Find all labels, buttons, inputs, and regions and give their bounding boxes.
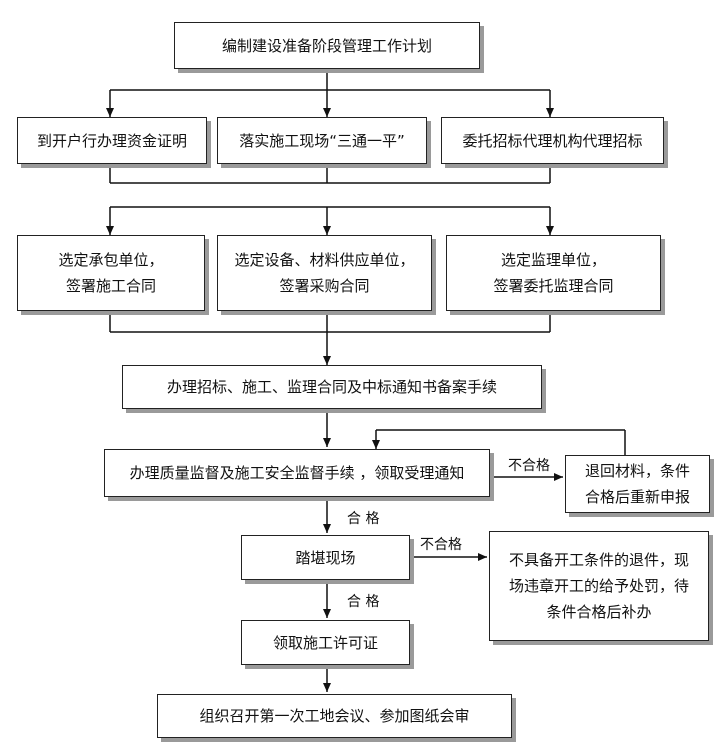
node-supplier-line-1: 选定设备、材料供应单位，: [234, 251, 415, 269]
node-contractor-line-2: 签署施工合同: [65, 277, 156, 295]
node-quality: 办理质量监督及施工安全监督手续 ，领取受理通知: [104, 449, 490, 497]
node-funds: 到开户行办理资金证明: [17, 117, 207, 164]
node-supervisor-line-2: 签署委托监理合同: [493, 277, 614, 295]
node-supervisor-line-1: 选定监理单位，: [500, 251, 606, 269]
node-site-text: 落实施工现场“三通一平”: [239, 131, 405, 150]
edge-label-pass-quality: 合 格: [345, 510, 382, 528]
node-agent-text: 委托招标代理机构代理招标: [462, 131, 643, 150]
node-meeting-text: 组织召开第一次工地会议、参加图纸会审: [199, 707, 470, 725]
node-site: 落实施工现场“三通一平”: [217, 117, 427, 164]
node-refuse-line-1: 不具备开工条件的退件，现: [508, 551, 689, 569]
node-return-line-1: 退回材料，条件: [584, 462, 690, 480]
node-supplier: 选定设备、材料供应单位， 签署采购合同: [217, 235, 432, 311]
node-contractor: 选定承包单位， 签署施工合同: [17, 235, 205, 311]
node-refuse: 不具备开工条件的退件，现 场违章开工的给予处罚，待 条件合格后补办: [489, 531, 709, 641]
node-permit: 领取施工许可证: [241, 620, 410, 665]
node-plan: 编制建设准备阶段管理工作计划: [174, 22, 480, 69]
node-filing: 办理招标、施工、监理合同及中标通知书备案手续: [122, 365, 542, 409]
node-agent: 委托招标代理机构代理招标: [441, 117, 664, 164]
node-filing-text: 办理招标、施工、监理合同及中标通知书备案手续: [166, 378, 497, 396]
edge-label-fail-survey: 不合格: [418, 536, 464, 554]
node-funds-text: 到开户行办理资金证明: [36, 131, 187, 150]
node-survey-text: 踏堪现场: [295, 548, 356, 567]
node-quality-text: 办理质量监督及施工安全监督手续 ，领取受理通知: [129, 464, 465, 482]
node-refuse-line-2: 场违章开工的给予处罚，待: [508, 577, 689, 595]
node-permit-text: 领取施工许可证: [272, 633, 378, 652]
edge-label-fail-quality: 不合格: [506, 457, 552, 475]
node-meeting: 组织召开第一次工地会议、参加图纸会审: [157, 694, 512, 738]
node-return-line-2: 合格后重新申报: [584, 488, 690, 506]
node-plan-text: 编制建设准备阶段管理工作计划: [221, 36, 432, 55]
node-return: 退回材料，条件 合格后重新申报: [565, 455, 710, 513]
node-supplier-line-2: 签署采购合同: [279, 277, 370, 295]
node-contractor-line-1: 选定承包单位，: [58, 251, 164, 269]
edge-label-pass-survey: 合 格: [345, 593, 382, 611]
node-refuse-line-3: 条件合格后补办: [546, 603, 652, 621]
node-supervisor: 选定监理单位， 签署委托监理合同: [446, 235, 661, 311]
node-survey: 踏堪现场: [241, 535, 410, 580]
